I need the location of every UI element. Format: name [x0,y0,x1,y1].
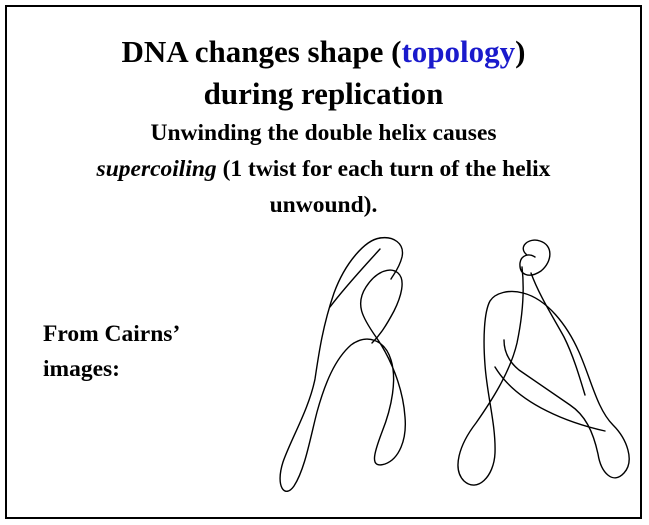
dna-molecule-left [280,238,405,492]
cairns-dna-drawings [7,7,640,517]
dna-molecule-right [458,240,629,485]
slide: DNA changes shape (topology) during repl… [5,5,642,519]
